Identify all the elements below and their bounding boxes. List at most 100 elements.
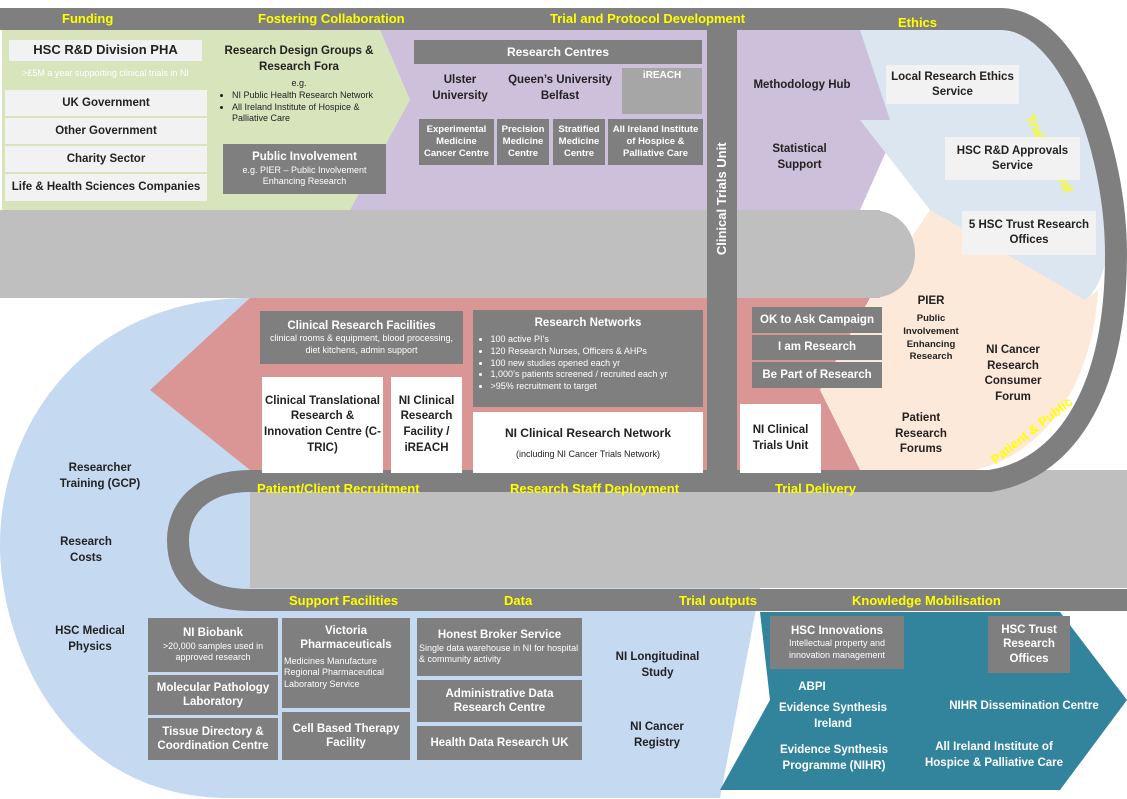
header-trial-delivery: Trial Delivery [775,481,856,496]
hsc-innovations-box: HSC Innovations Intellectual property an… [770,616,904,669]
ulster-university: Ulster University [432,74,488,102]
pathway-track [0,8,1127,611]
trust-offices-box: 5 HSC Trust Research Offices [962,211,1096,255]
header-trial-outputs: Trial outputs [679,593,757,608]
crf-title: Clinical Research Facilities [287,319,436,332]
networks-item: 100 new studies opened each yr [491,358,696,370]
ni-ctu-label: NI Clinical Trials Unit [752,423,809,452]
emcc-label: Experimental Medicine Cancer Centre [424,124,489,159]
research-centres-header: Research Centres [414,40,702,64]
funding-life-health: Life & Health Sciences Companies [5,174,207,201]
hsc-trust-offices-label: HSC Trust Research Offices [1001,623,1057,665]
networks-box: Research Networks 100 active PI’s 120 Re… [473,310,703,407]
victoria-note: Medicines Manufacture Regional Pharmaceu… [284,655,385,690]
ok-to-ask-label: OK to Ask Campaign [760,313,874,326]
header-knowledge: Knowledge Mobilisation [852,593,1001,608]
admin-data-box: Administrative Data Research Centre [417,680,582,722]
rdg-title: Research Design Groups & Research Fora [224,45,374,73]
biobank-note: >20,000 samples used in approved researc… [162,640,264,663]
ctric-box: Clinical Translational Research & Innova… [262,377,383,473]
rdg-item: All Ireland Institute of Hospice & Palli… [232,102,390,125]
research-costs: Research Costs [60,536,112,564]
header-trial-protocol: Trial and Protocol Development [550,11,746,26]
hsc-medical-physics: HSC Medical Physics [55,625,125,653]
rdg-item: NI Public Health Research Network [232,90,390,102]
funding-other-government-label: Other Government [55,124,157,137]
i-am-research-label: I am Research [778,341,856,354]
researcher-training: Researcher Training (GCP) [59,462,141,490]
ireach-label: iREACH [642,70,682,81]
honest-broker-title: Honest Broker Service [437,629,562,642]
emcc-box: Experimental Medicine Cancer Centre [419,119,494,165]
ctu-trunk [707,30,737,475]
public-involvement-title: Public Involvement [252,151,357,164]
ireach-box: iREACH [622,68,702,114]
public-involvement-note: e.g. PIER – Public Involvement Enhancing… [242,164,367,187]
aiihpc-knowledge: All Ireland Institute of Hospice & Palli… [924,741,1064,769]
hsc-trust-offices-box: HSC Trust Research Offices [988,616,1070,673]
ni-ctu-box: NI Clinical Trials Unit [740,404,821,473]
header-ethics: Ethics [898,15,938,30]
nicrn-box: NI Clinical Research Network (including … [473,412,703,473]
statistical-support: Statistical Support [772,143,827,171]
header-patient-recruitment: Patient/Client Recruitment [257,481,420,496]
research-centres-title: Research Centres [506,44,610,59]
networks-title: Research Networks [534,317,642,329]
hsc-rd-division-note: >£5M a year supporting clinical trials i… [22,68,189,78]
networks-list: 100 active PI’s 120 Research Nurses, Off… [481,334,696,392]
victoria-box: Victoria Pharmaceuticals Medicines Manuf… [282,618,410,708]
patient-research-forums: Patient Research Forums [895,412,947,456]
be-part-box: Be Part of Research [752,362,882,388]
funding-uk-government-label: UK Government [62,96,150,109]
tissue-box: Tissue Directory & Coordination Centre [148,718,278,760]
local-ethics-label: Local Research Ethics Service [891,70,1014,98]
grey-band-upper-cap [870,210,915,298]
local-ethics-box: Local Research Ethics Service [886,65,1019,104]
pmc-label: Precision Medicine Centre [501,124,545,159]
nihr-dissemination-centre: NIHR Dissemination Centre [949,700,1099,712]
admin-data-label: Administrative Data Research Centre [445,687,554,714]
ni-crf-box: NI Clinical Research Facility / iREACH [391,377,462,473]
ctu-vertical-label: Clinical Trials Unit [714,142,730,256]
evidence-synthesis-ireland: Evidence Synthesis Ireland [778,702,888,730]
funding-life-health-label: Life & Health Sciences Companies [11,181,201,194]
abpi: ABPI [798,681,826,693]
networks-item: 1,000’s patients screened / recruited ea… [491,369,696,381]
methodology-hub: Methodology Hub [753,79,851,91]
molecular-box: Molecular Pathology Laboratory [148,675,278,715]
cell-therapy-label: Cell Based Therapy Facility [292,722,400,749]
crf-note: clinical rooms & equipment, blood proces… [269,333,454,355]
tissue-label: Tissue Directory & Coordination Centre [157,725,269,752]
nicrn-note: (including NI Cancer Trials Network) [515,448,661,459]
pier-title: PIER [917,295,945,307]
pier-sub: Public Involvement Enhancing Research [903,313,959,363]
networks-item: 120 Research Nurses, Officers & AHPs [491,346,696,358]
i-am-research-box: I am Research [752,335,882,360]
trust-offices-label: 5 HSC Trust Research Offices [968,219,1090,246]
ok-to-ask-box: OK to Ask Campaign [752,307,882,333]
hsc-rd-division-label: HSC R&D Division PHA [33,42,178,58]
ctric-label: Clinical Translational Research & Innova… [264,394,381,454]
consumer-forum: NI Cancer Research Consumer Forum [984,344,1042,403]
networks-item: 100 active PI’s [491,334,696,346]
header-fostering: Fostering Collaboration [258,11,405,26]
header-support-facilities: Support Facilities [289,593,399,608]
victoria-title: Victoria Pharmaceuticals [300,625,392,652]
hdruk-box: Health Data Research UK [417,726,582,760]
rdg-list: NI Public Health Research Network All Ir… [222,90,390,125]
ni-cancer-registry: NI Cancer Registry [630,721,684,749]
smc-box: Stratified Medicine Centre [553,119,605,165]
header-data: Data [504,593,533,608]
networks-item: >95% recruitment to target [491,381,696,393]
aiihpc-centre-box: All Ireland Institute of Hospice & Palli… [608,119,703,165]
honest-broker-box: Honest Broker Service Single data wareho… [417,618,582,676]
grey-band-upper [0,210,880,298]
aiihpc-centre-label: All Ireland Institute of Hospice & Palli… [612,124,699,159]
evidence-synthesis-programme: Evidence Synthesis Programme (NIHR) [779,744,889,772]
crf-box: Clinical Research Facilities clinical ro… [260,311,463,364]
hdruk-label: Health Data Research UK [430,736,569,749]
nicrn-label: NI Clinical Research Network [504,425,672,440]
ni-longitudinal-study: NI Longitudinal Study [615,651,700,679]
funding-other-government: Other Government [5,118,207,144]
hsc-rd-division-box: HSC R&D Division PHA [9,40,202,61]
